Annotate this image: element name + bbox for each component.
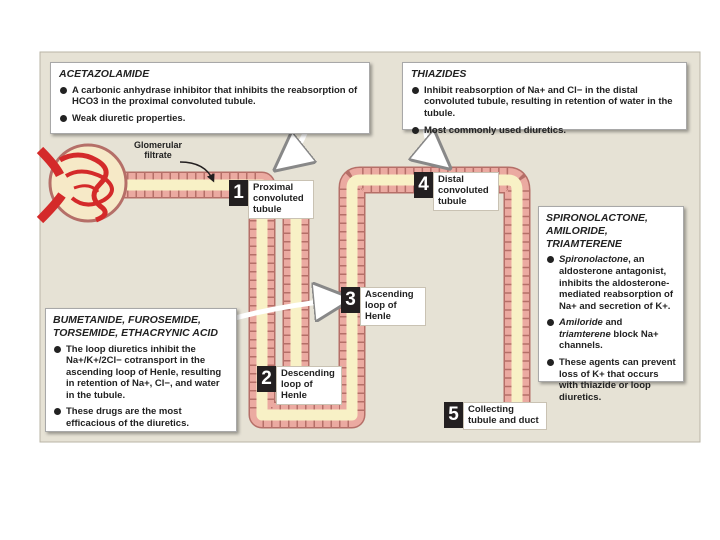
bullet-icon [547,359,554,367]
glomerular-arrow [179,161,215,183]
bullet-icon [547,256,554,264]
bullet-text: Most commonly used diuretics. [424,124,566,136]
loop-arrow [234,300,338,318]
segment-label: Descending loop of Henle [276,366,342,405]
bullet-icon [60,86,67,94]
bullet-icon [54,345,61,353]
callout-bullet: Weak diuretic properties. [59,113,361,125]
tubule-lumen [120,174,523,425]
drug-name: Amiloride [559,317,603,329]
segment-number: 5 [444,402,463,428]
segment-2: 2 Descending loop of Henle [257,366,342,405]
bullet-text: Inhibit reabsorption of Na+ and Cl− in t… [424,84,673,119]
callout-bullet: Most commonly used diuretics. [411,125,678,137]
bullet-icon [412,86,419,94]
segment-label: Collecting tubule and duct [463,402,547,430]
callout-title: SPIRONOLACTONE, AMILORIDE, TRIAMTERENE [546,212,648,250]
segment-number: 4 [414,172,433,198]
callout-bullet: Amiloride and triamterene block Na+ chan… [546,317,676,352]
bullet-text: These agents can prevent loss of K+ that… [559,357,676,403]
bullet-icon [412,126,419,134]
drug-name: triamterene [559,328,611,340]
bullet-text: Weak diuretic properties. [72,112,186,124]
acetazolamide-callout: ACETAZOLAMIDE A carbonic anhydrase inhib… [50,62,370,134]
bullet-icon [547,319,554,327]
bullet-text: , an aldosterone antagonist, inhibits th… [559,254,674,312]
callout-title: THIAZIDES [411,68,467,80]
loop-diuretics-callout: BUMETANIDE, FUROSEMIDE, TORSEMIDE, ETHAC… [45,308,237,432]
bullet-icon [60,114,67,122]
bullet-text: The loop diuretics inhibit the Na+/K+/2C… [66,343,222,401]
bullet-text: These drugs are the most efficacious of … [66,406,189,430]
callout-bullet: Inhibit reabsorption of Na+ and Cl− in t… [411,85,678,120]
segment-1: 1 Proximal convoluted tubule [229,180,314,219]
segment-number: 1 [229,180,248,206]
segment-number: 2 [257,366,276,392]
callout-title: ACETAZOLAMIDE [59,68,150,80]
segment-label: Distal convoluted tubule [433,172,499,211]
segment-5: 5 Collecting tubule and duct [444,402,547,430]
callout-bullet: A carbonic anhydrase inhibitor that inhi… [59,85,361,108]
glomerular-filtrate-label: Glomerular filtrate [133,140,182,161]
thiazides-arrow [425,127,440,160]
bullet-text: block Na+ channels. [559,328,659,352]
glomerulus [36,143,128,224]
callout-bullet: The loop diuretics inhibit the Na+/K+/2C… [53,344,229,402]
drug-name: Spironolactone [559,254,629,266]
segment-label: Ascending loop of Henle [360,287,426,326]
callout-bullet: These drugs are the most efficacious of … [53,406,229,429]
callout-title: BUMETANIDE, FUROSEMIDE, TORSEMIDE, ETHAC… [53,314,218,339]
segment-3: 3 Ascending loop of Henle [341,287,426,326]
segment-number: 3 [341,287,360,313]
segment-label: Proximal convoluted tubule [248,180,314,219]
bullet-icon [54,408,61,416]
bullet-text: A carbonic anhydrase inhibitor that inhi… [72,84,358,108]
callout-bullet: These agents can prevent loss of K+ that… [546,357,676,403]
bullet-text: and [602,317,623,329]
segment-4: 4 Distal convoluted tubule [414,172,499,211]
callout-bullet: Spironolactone, an aldosterone antagonis… [546,254,676,312]
potassium-sparing-callout: SPIRONOLACTONE, AMILORIDE, TRIAMTERENE S… [538,206,684,403]
thiazides-callout: THIAZIDES Inhibit reabsorption of Na+ an… [402,62,687,136]
